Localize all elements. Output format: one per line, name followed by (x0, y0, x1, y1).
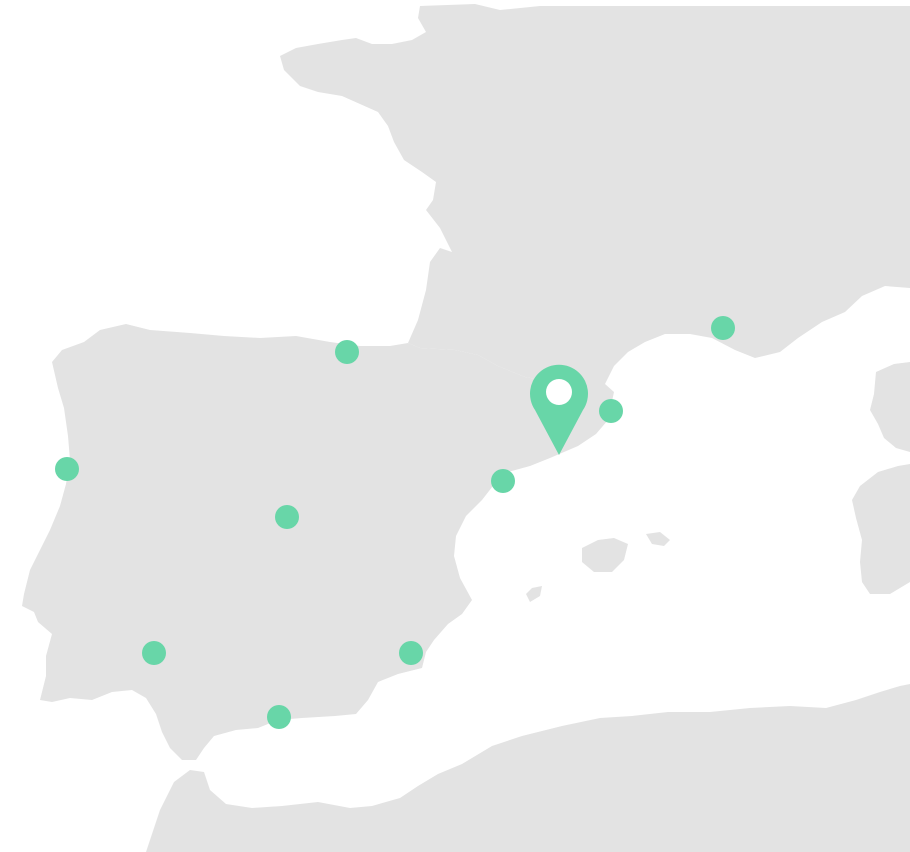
map-marker-dot-icon[interactable] (275, 505, 299, 529)
land-ibiza (526, 586, 542, 602)
land-corsica (870, 362, 910, 452)
map-marker-dot-icon[interactable] (55, 457, 79, 481)
land-menorca (646, 532, 670, 546)
land-sardinia (852, 464, 910, 594)
land-iberia (22, 324, 614, 760)
markers-layer (55, 316, 735, 729)
map-marker-dot-icon[interactable] (267, 705, 291, 729)
map-marker-dot-icon[interactable] (399, 641, 423, 665)
location-pin-body (530, 364, 588, 455)
land-france (280, 4, 910, 384)
location-pin-hole (546, 379, 572, 405)
map-marker-dot-icon[interactable] (599, 399, 623, 423)
map-marker-dot-icon[interactable] (142, 641, 166, 665)
land-mallorca (582, 538, 628, 572)
map-marker-dot-icon[interactable] (491, 469, 515, 493)
map-marker-dot-icon[interactable] (711, 316, 735, 340)
land-north-africa (146, 684, 910, 852)
map-marker-dot-icon[interactable] (335, 340, 359, 364)
location-pin-icon[interactable] (530, 364, 588, 455)
